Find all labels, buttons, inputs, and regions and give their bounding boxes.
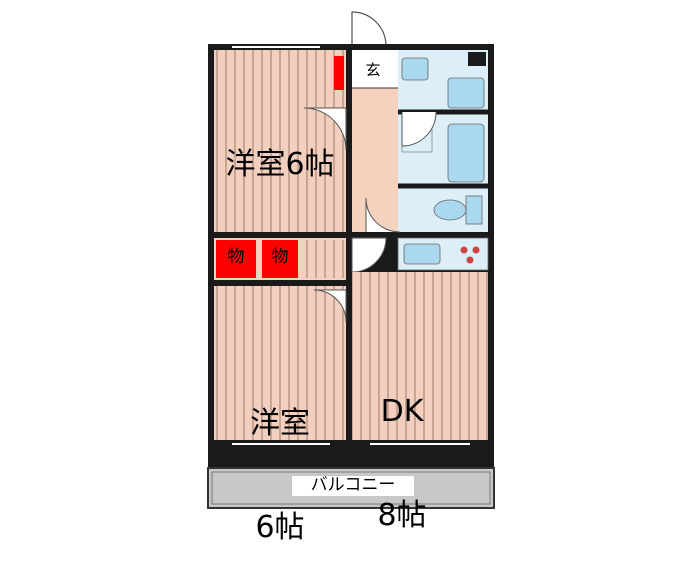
toilet-door: [365, 197, 401, 233]
western-room-1-label: 洋室6帖: [225, 147, 335, 182]
balcony-label: バルコニー: [292, 475, 414, 496]
washroom-door: [401, 111, 437, 147]
dk-door: [351, 237, 387, 273]
room2-door: [313, 289, 347, 323]
entrance-door: [351, 11, 387, 47]
western-room-2-label: 洋室 6帖: [230, 338, 330, 580]
storage-left: [216, 240, 256, 278]
toilet: [433, 199, 467, 221]
stove-burner-2: [472, 246, 480, 254]
stove-burner-3: [466, 256, 474, 264]
kitchen-sink: [403, 243, 441, 265]
bathtub: [447, 123, 485, 183]
hallway: [352, 88, 398, 232]
floor-plan: [207, 11, 495, 509]
dining-kitchen: [352, 272, 488, 440]
dk-label: DK 8帖: [362, 326, 442, 568]
western-room-2: [214, 286, 346, 440]
room1-door: [303, 107, 347, 151]
washbasin: [447, 77, 485, 109]
storage-right: [262, 240, 298, 278]
western-room-2-label-line2: 6帖: [255, 509, 305, 545]
dk-label-line2: 8帖: [377, 497, 427, 533]
closet-marker: [334, 56, 344, 90]
western-room-1: [214, 50, 346, 232]
hall-floor-segment: [304, 240, 346, 278]
genkan: [352, 50, 398, 88]
washing-machine-pan: [401, 57, 429, 81]
storage-right-label: 物: [271, 247, 289, 267]
pipe-shaft: [468, 52, 486, 66]
western-room-2-label-line1: 洋室: [250, 406, 310, 441]
toilet-tank: [465, 195, 483, 225]
dk-label-line1: DK: [380, 394, 424, 429]
stove-burner-1: [460, 246, 468, 254]
storage-left-label: 物: [227, 247, 245, 267]
entrance-label: 玄: [365, 61, 381, 79]
